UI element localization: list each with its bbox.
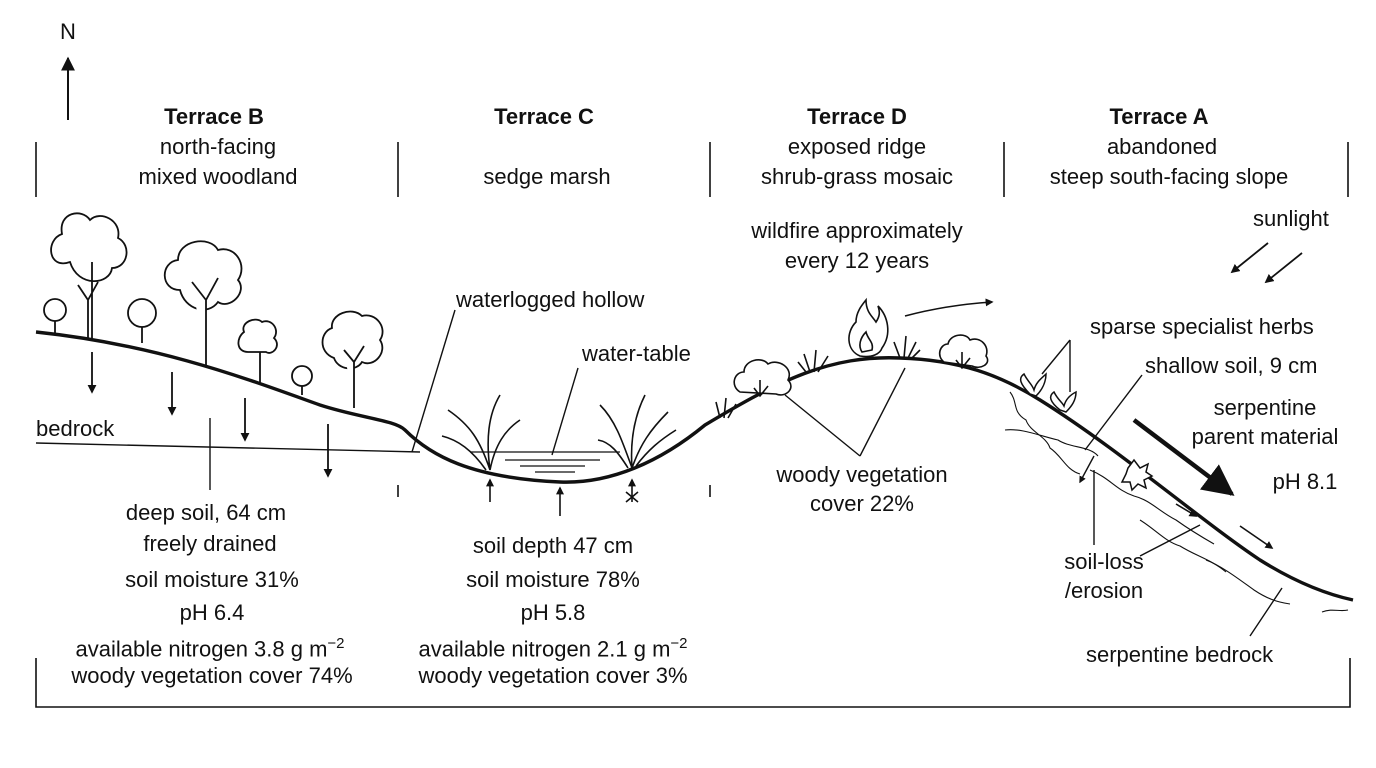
terrace-a-habitat: steep south-facing slope bbox=[1049, 164, 1289, 189]
shrub-icon bbox=[733, 359, 792, 398]
herb-icon bbox=[1019, 372, 1047, 397]
terrace-b-title: Terrace B bbox=[164, 104, 264, 129]
flower-icon bbox=[1120, 458, 1154, 492]
tree-icon bbox=[237, 318, 278, 384]
slope-texture bbox=[1004, 391, 1349, 613]
shallow-soil-label: shallow soil, 9 cm bbox=[1145, 353, 1318, 378]
stat-c-ph: pH 5.8 bbox=[520, 600, 586, 625]
woody-d-label-1: woody vegetation bbox=[776, 462, 948, 487]
serpentine-label-2: parent material bbox=[1191, 424, 1339, 449]
serpentine-label-1: serpentine bbox=[1213, 395, 1317, 420]
sedge-icon bbox=[597, 394, 677, 469]
stat-c-nitrogen: available nitrogen 2.1 g m−2 bbox=[418, 635, 688, 662]
stat-b-ph: pH 6.4 bbox=[179, 600, 245, 625]
north-label: N bbox=[60, 19, 76, 44]
wildfire-label-1: wildfire approximately bbox=[751, 218, 963, 243]
water-table-leader bbox=[551, 367, 579, 456]
ground-profile bbox=[35, 330, 1354, 602]
wildfire-label-2: every 12 years bbox=[784, 248, 930, 273]
tree-icon bbox=[43, 298, 67, 333]
tree-icon bbox=[127, 298, 157, 343]
erosion-label-2: /erosion bbox=[1064, 578, 1144, 603]
terrace-b-habitat: mixed woodland bbox=[138, 164, 298, 189]
stat-b-moisture: soil moisture 31% bbox=[125, 567, 299, 592]
terrace-dividers bbox=[35, 142, 1349, 497]
serpentine-bedrock-label: serpentine bedrock bbox=[1086, 642, 1274, 667]
woody-d-label-2: cover 22% bbox=[810, 491, 914, 516]
specialist-herbs bbox=[1019, 372, 1154, 492]
terrace-d-subtitle: exposed ridge bbox=[787, 134, 927, 159]
terrace-a-title: Terrace A bbox=[1109, 104, 1209, 129]
water-table-label: water-table bbox=[582, 341, 691, 366]
herb-icon bbox=[1049, 390, 1077, 413]
bedrock-line bbox=[35, 442, 421, 453]
terrace-b-subtitle: north-facing bbox=[159, 134, 277, 159]
terrace-c-title: Terrace C bbox=[494, 104, 594, 129]
ridge-vegetation bbox=[715, 297, 989, 419]
woody-d-leaders bbox=[784, 367, 906, 457]
stat-c-moisture: soil moisture 78% bbox=[466, 567, 640, 592]
bottom-frame bbox=[35, 658, 1351, 708]
stat-c-depth: soil depth 47 cm bbox=[472, 533, 634, 558]
ph-a-label: pH 8.1 bbox=[1272, 469, 1338, 494]
fire-spread-arrow bbox=[904, 298, 994, 317]
stat-b-drainage: freely drained bbox=[143, 531, 277, 556]
stat-b-nitrogen: available nitrogen 3.8 g m−2 bbox=[75, 635, 345, 662]
herbs-label: sparse specialist herbs bbox=[1090, 314, 1314, 339]
terrace-d-habitat: shrub-grass mosaic bbox=[761, 164, 953, 189]
tree-icon bbox=[163, 240, 243, 366]
erosion-label-1: soil-loss bbox=[1064, 549, 1144, 574]
woodland-trees bbox=[43, 212, 384, 408]
waterlogged-hollow-label: waterlogged hollow bbox=[456, 287, 645, 312]
terrace-d-title: Terrace D bbox=[807, 104, 907, 129]
tree-icon bbox=[50, 212, 128, 340]
sunlight-label: sunlight bbox=[1253, 206, 1329, 231]
terrace-a-leaders bbox=[1041, 339, 1283, 637]
terrace-a-subtitle: abandoned bbox=[1106, 134, 1218, 159]
sedge-plants bbox=[441, 394, 677, 471]
fire-icon bbox=[848, 297, 889, 358]
bedrock-label: bedrock bbox=[36, 416, 115, 441]
tree-icon bbox=[321, 310, 384, 408]
water-arrows bbox=[486, 478, 639, 516]
downslope-arrows bbox=[1132, 418, 1274, 549]
sedge-icon bbox=[441, 394, 521, 471]
shrub-icon bbox=[938, 334, 989, 370]
waterlogged-leader bbox=[411, 309, 456, 453]
stat-b-depth: deep soil, 64 cm bbox=[125, 500, 287, 525]
grass-icon bbox=[715, 335, 921, 419]
terrace-c-habitat: sedge marsh bbox=[483, 164, 611, 189]
stat-c-woody: woody vegetation cover 3% bbox=[418, 663, 688, 688]
drainage-arrows bbox=[87, 352, 333, 478]
tree-icon bbox=[291, 365, 313, 395]
sunlight-arrows bbox=[1230, 242, 1303, 284]
stat-b-woody: woody vegetation cover 74% bbox=[71, 663, 353, 688]
